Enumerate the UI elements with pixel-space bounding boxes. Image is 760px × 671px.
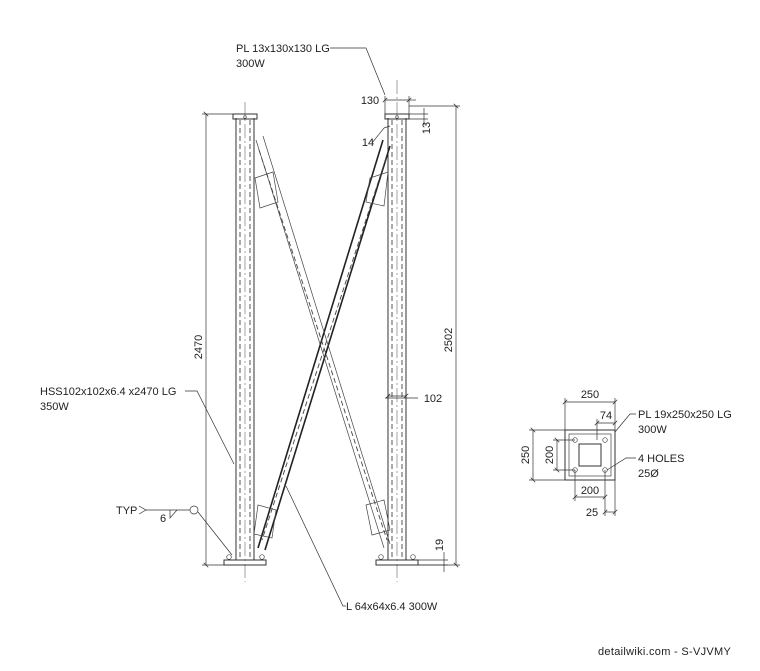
weld-symbol: TYP 6	[116, 505, 233, 556]
right-column	[375, 80, 419, 582]
watermark: detailwiki.com - S-VJVMY	[598, 646, 731, 658]
typ-label: TYP	[116, 505, 137, 517]
bp-dim-74: 74	[600, 410, 612, 422]
holes-label-line2: 25Ø	[638, 468, 659, 480]
dim-130: 130	[361, 95, 416, 114]
dim-130-text: 130	[361, 95, 379, 107]
dim-102-text: 102	[424, 393, 442, 405]
dim-13-text: 13	[421, 122, 433, 134]
bp-dim-200-bottom: 200	[581, 485, 599, 497]
bp-dim-250-top: 250	[581, 389, 599, 401]
label-top-plate: PL 13x130x130 LG 300W	[236, 43, 386, 96]
dim-13: 13	[409, 108, 433, 134]
top-plate-label-line1: PL 13x130x130 LG	[236, 43, 330, 55]
left-column	[223, 102, 267, 582]
angle-label: L 64x64x6.4 300W	[346, 601, 438, 613]
dim-2470-text: 2470	[193, 335, 205, 359]
brace-angle-1	[253, 139, 391, 551]
label-angle: L 64x64x6.4 300W	[285, 485, 438, 613]
dim-14: 14	[362, 125, 391, 149]
dim-19: 19	[418, 539, 448, 572]
base-plate-label-line1: PL 19x250x250 LG	[638, 409, 732, 421]
bp-dim-200-left: 200	[544, 446, 556, 464]
dim-2502-text: 2502	[443, 328, 455, 352]
brace-angle-2	[254, 135, 391, 549]
base-plate-label-line2: 300W	[638, 424, 667, 436]
bp-dim-250-left: 250	[520, 446, 532, 464]
dim-102: 102	[385, 393, 442, 405]
base-plate-detail: 250 74 250 200 200 25 PL 19x250x250 LG 3…	[520, 389, 732, 519]
dim-2502: 2502	[409, 103, 460, 568]
weld-size: 6	[160, 513, 166, 525]
dim-14-text: 14	[362, 137, 374, 149]
top-plate-label-line2: 300W	[236, 58, 265, 70]
bp-dim-25: 25	[586, 507, 598, 519]
dim-19-text: 19	[434, 539, 446, 551]
dim-2470: 2470	[193, 111, 236, 568]
holes-label-line1: 4 HOLES	[638, 453, 684, 465]
hss-label-line1: HSS102x102x6.4 x2470 LG	[40, 386, 176, 398]
hss-label-line2: 350W	[40, 401, 69, 413]
label-hss: HSS102x102x6.4 x2470 LG 350W	[40, 386, 235, 465]
